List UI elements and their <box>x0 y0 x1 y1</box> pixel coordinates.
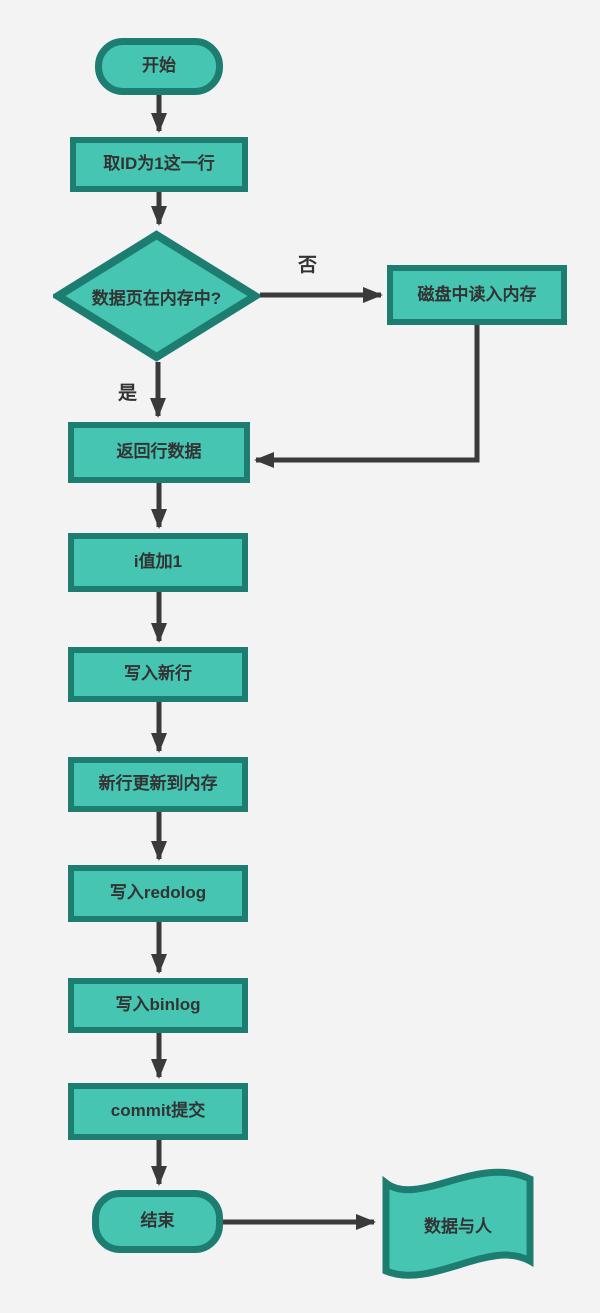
node-update-memory: 新行更新到内存 <box>68 757 248 812</box>
node-write-redolog-label: 写入redolog <box>109 883 207 903</box>
node-write-new-row-label: 写入新行 <box>124 664 192 684</box>
node-return-row-label: 返回行数据 <box>116 442 202 462</box>
node-write-binlog: 写入binlog <box>68 978 248 1033</box>
node-increment-i: i值加1 <box>68 533 248 592</box>
node-watermark-label: 数据与人 <box>424 1216 492 1236</box>
node-write-new-row: 写入新行 <box>68 647 248 702</box>
node-start-label: 开始 <box>142 56 176 76</box>
node-decision-label: 数据页在内存中? <box>91 288 222 308</box>
node-fetch-row: 取ID为1这一行 <box>70 137 248 192</box>
node-read-disk: 磁盘中读入内存 <box>387 265 567 325</box>
node-commit-label: commit提交 <box>110 1101 206 1121</box>
node-return-row: 返回行数据 <box>68 422 250 483</box>
edge-read-disk-to-return-row <box>254 325 480 468</box>
node-start: 开始 <box>95 38 223 95</box>
node-watermark: 数据与人 <box>378 1164 538 1284</box>
wavy-tape-shape <box>382 1168 534 1279</box>
node-write-binlog-label: 写入binlog <box>115 995 201 1015</box>
diamond-shape <box>53 230 260 362</box>
node-end-label: 结束 <box>140 1211 175 1231</box>
node-update-memory-label: 新行更新到内存 <box>98 774 218 794</box>
node-decision-page-in-memory: 数据页在内存中? <box>53 230 260 362</box>
node-write-redolog: 写入redolog <box>68 865 248 922</box>
node-fetch-row-label: 取ID为1这一行 <box>103 154 215 174</box>
edge-label-no: 否 <box>298 255 318 276</box>
node-end: 结束 <box>92 1190 223 1253</box>
node-read-disk-label: 磁盘中读入内存 <box>417 284 537 304</box>
node-commit: commit提交 <box>68 1083 248 1140</box>
edge-label-yes: 是 <box>118 383 138 404</box>
node-increment-i-label: i值加1 <box>133 552 183 572</box>
